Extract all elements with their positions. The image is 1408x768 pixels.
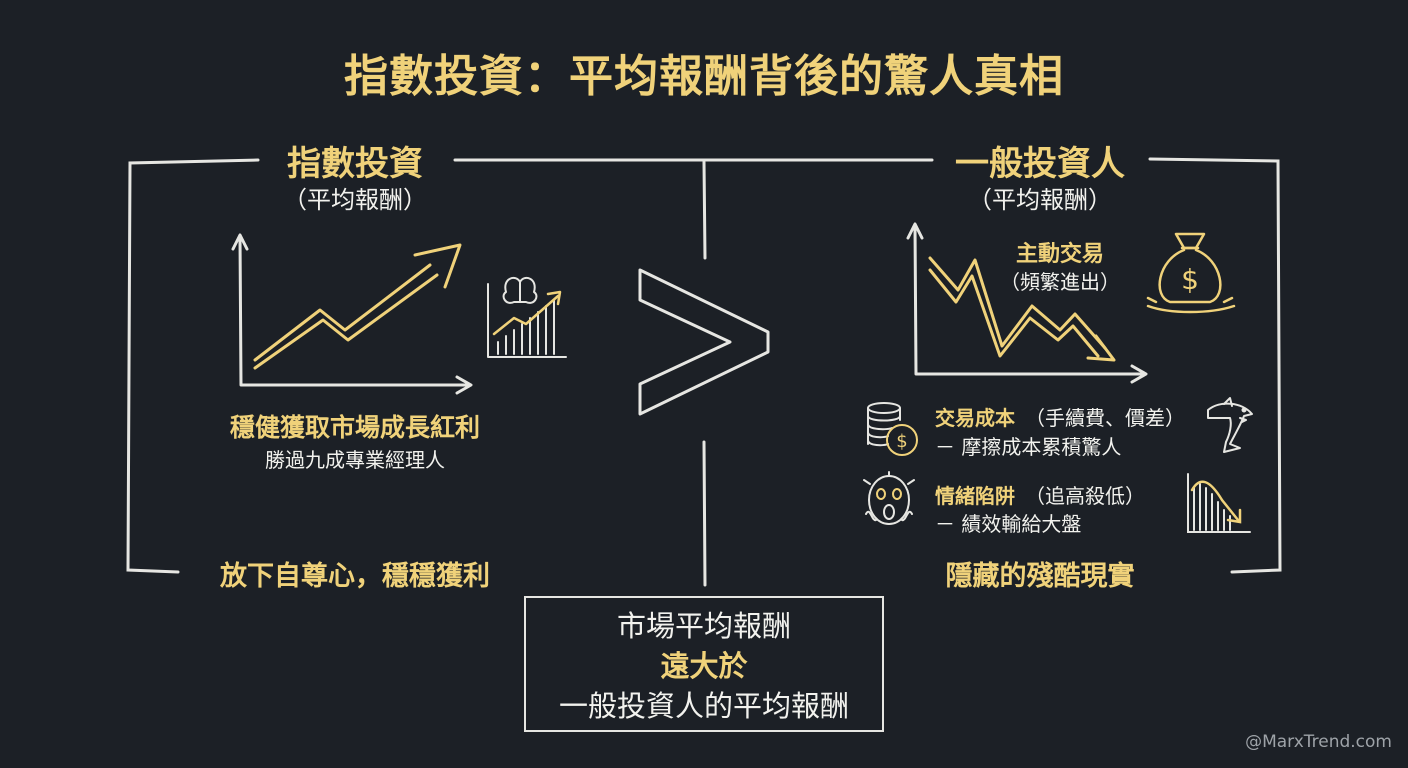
money-bag-icon: $ <box>1146 232 1236 314</box>
conclusion-line2: 遠大於 <box>660 649 748 683</box>
right-footer: 隱藏的殘酷現實 <box>945 561 1135 592</box>
active-trading-title: 主動交易 <box>1015 242 1104 267</box>
rising-arrow-chart-icon <box>231 233 473 395</box>
page-title: 指數投資：平均報酬背後的驚人真相 <box>344 51 1064 102</box>
left-title: 指數投資 <box>287 144 423 184</box>
falling-bar-chart-icon <box>1187 473 1251 533</box>
svg-text:$: $ <box>896 431 907 452</box>
brain-bar-chart-icon <box>487 276 567 358</box>
trading-cost-desc: － 摩擦成本累積驚人 <box>935 435 1122 459</box>
conclusion-box: 市場平均報酬 遠大於 一般投資人的平均報酬 <box>524 596 884 732</box>
active-trading-note: （頻繁進出） <box>1000 270 1120 294</box>
watermark: @MarxTrend.com <box>1245 732 1392 752</box>
left-highlight: 穩健獲取市場成長紅利 <box>229 413 480 442</box>
trading-cost-heading: 交易成本 <box>935 406 1015 430</box>
trading-cost-paren: （手續費、價差） <box>1025 406 1185 430</box>
greater-than-icon <box>638 268 770 416</box>
divider-bottom <box>702 440 707 587</box>
left-detail: 勝過九成專業經理人 <box>265 448 445 472</box>
svg-text:$: $ <box>1181 263 1199 296</box>
emotion-trap-heading: 情緒陷阱 <box>935 484 1015 508</box>
falling-zigzag-chart-icon <box>906 222 1148 384</box>
emotion-trap-desc: － 績效輸給大盤 <box>935 512 1082 536</box>
right-title: 一般投資人 <box>955 144 1125 184</box>
conclusion-line1: 市場平均報酬 <box>616 609 791 643</box>
divider-top <box>702 160 707 260</box>
coin-stack-icon: $ <box>867 402 918 456</box>
left-footer: 放下自尊心，穩穩獲利 <box>220 561 490 592</box>
left-subtitle: （平均報酬） <box>283 186 427 214</box>
screaming-face-icon <box>863 471 915 525</box>
conclusion-line3: 一般投資人的平均報酬 <box>558 689 849 723</box>
emotion-trap-paren: （追高殺低） <box>1025 484 1145 508</box>
right-subtitle: （平均報酬） <box>968 186 1112 214</box>
shark-icon <box>1207 397 1253 453</box>
left-bracket <box>126 158 260 574</box>
right-bracket <box>1148 157 1282 574</box>
